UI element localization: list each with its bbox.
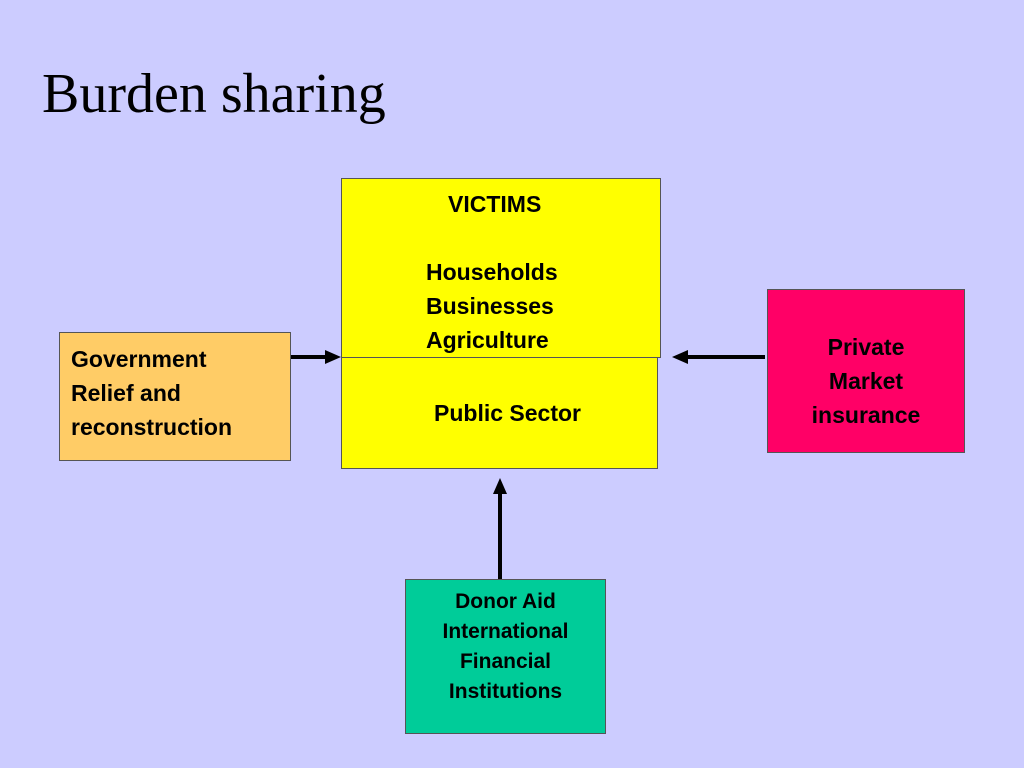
government-line-1: Government: [71, 346, 207, 372]
victims-item-businesses: Businesses: [426, 293, 554, 319]
donor-line-3: Financial: [459, 650, 552, 673]
victims-list: Households Businesses Agriculture: [426, 255, 558, 357]
public-sector-box: Public Sector: [341, 357, 658, 469]
arrow-private-to-public: [672, 350, 765, 364]
victims-box: VICTIMS Households Businesses Agricultur…: [341, 178, 661, 358]
arrow-government-to-public: [291, 350, 341, 364]
government-line-2: Relief and: [71, 380, 181, 406]
private-insurance-box: Private Market insurance: [767, 289, 965, 453]
donor-box: Donor Aid International Financial Instit…: [405, 579, 606, 734]
private-line-1: Private: [827, 334, 905, 360]
donor-line-2: International: [442, 620, 569, 643]
slide-title: Burden sharing: [42, 63, 386, 125]
public-sector-label: Public Sector: [434, 400, 581, 426]
victims-item-households: Households: [426, 259, 558, 285]
victims-heading: VICTIMS: [448, 191, 542, 217]
government-line-3: reconstruction: [71, 414, 233, 440]
donor-line-1: Donor Aid: [455, 590, 556, 613]
donor-line-4: Institutions: [448, 680, 563, 703]
private-line-2: Market: [828, 368, 904, 394]
government-box: Government Relief and reconstruction: [59, 332, 291, 461]
victims-item-agriculture: Agriculture: [426, 327, 549, 353]
private-line-3: insurance: [811, 402, 921, 428]
arrow-donor-to-public: [493, 478, 507, 579]
